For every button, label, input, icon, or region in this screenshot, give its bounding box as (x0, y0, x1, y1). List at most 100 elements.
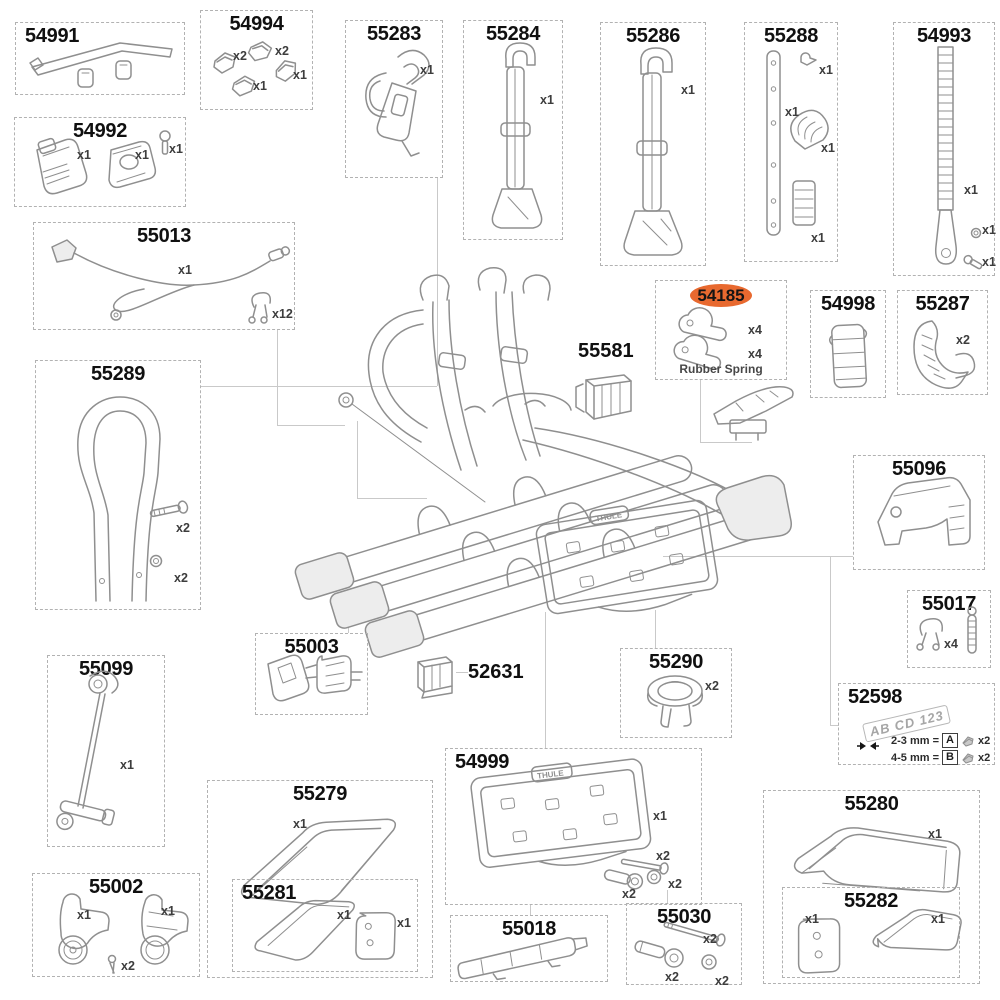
letter-b-badge: B (942, 750, 958, 765)
size-row: 4-5 mm = B x2 (891, 750, 990, 765)
connector-line (667, 890, 668, 904)
qty-label: x1 (821, 141, 835, 155)
connector-line (663, 556, 853, 557)
qty-label: x1 (811, 231, 825, 245)
connector-line (277, 425, 345, 426)
connector-line (700, 442, 752, 443)
qty-label: x1 (161, 904, 175, 918)
qty-label: x1 (785, 105, 799, 119)
free-label-55581: 55581 (578, 340, 634, 362)
qty-label: x2 (977, 751, 991, 764)
main-assembly-drawing: THULE (294, 267, 792, 658)
thule-badge (589, 505, 630, 526)
part-number: 55287 (915, 293, 970, 315)
qty-label: x4 (748, 323, 762, 337)
part-box-55002: 55002 x1 x1 x2 (32, 873, 200, 977)
part-drawing-54992 (36, 130, 171, 195)
part-box-55279: 55279 x1 (207, 780, 433, 978)
qty-label: x1 (928, 827, 942, 841)
part-drawing-55281 (254, 899, 396, 961)
part-box-55280: 55280 x1 (763, 790, 980, 984)
cube-drawing-55581 (575, 374, 632, 420)
part-box-54999: 54999 THULE x1 x2 (445, 748, 702, 905)
qty-label: x1 (293, 817, 307, 831)
connector-line (830, 557, 831, 726)
part-box-55282: 55282 x1 x1 (782, 887, 962, 978)
part-drawing-55279 (240, 818, 397, 906)
letter-a-badge: A (942, 733, 958, 748)
thule-badge-text: THULE (595, 510, 623, 523)
qty-label: x1 (120, 758, 134, 772)
qty-label: x1 (982, 223, 996, 237)
part-number: 55017 (921, 593, 977, 615)
qty-label: x1 (819, 63, 833, 77)
part-box-55017: 55017 x4 (907, 590, 991, 668)
rubber-spring-caption: Rubber Spring (679, 362, 763, 376)
part-drawing-54185 (673, 307, 727, 370)
part-drawing-55287 (913, 320, 976, 389)
lever-drawing (713, 386, 794, 441)
qty-label: x1 (178, 263, 192, 277)
qty-label: x1 (982, 255, 996, 269)
part-number: 55289 (90, 363, 146, 385)
part-number: 54992 (72, 120, 128, 142)
connector-line (830, 725, 839, 726)
clip-icon (962, 752, 974, 764)
qty-label: x2 (668, 877, 682, 891)
part-number: 54993 (916, 25, 972, 47)
part-drawing-55002 (58, 893, 189, 974)
part-number: 55280 (844, 793, 899, 815)
part-drawing-55030 (634, 921, 726, 970)
part-drawing-55289 (77, 396, 189, 602)
qty-label: x1 (253, 79, 267, 93)
qty-label: x1 (337, 908, 351, 922)
connector-line (456, 672, 468, 673)
part-number: 55284 (485, 23, 541, 45)
connector-line (437, 178, 438, 386)
part-box-54994: 54994 x2 x2 x1 x1 (200, 10, 313, 110)
part-number: 55003 (284, 636, 339, 658)
connector-line (277, 330, 278, 426)
part-box-55288: 55288 x1 x1 x1 x1 (744, 22, 838, 262)
connector-line (201, 386, 437, 387)
part-number: 55286 (625, 25, 681, 47)
part-drawing-55017 (916, 606, 977, 654)
part-drawing-55003 (267, 654, 363, 702)
cup-drawing-52631 (417, 656, 453, 699)
thule-plate-text: THULE (537, 768, 565, 780)
qty-label: x1 (540, 93, 554, 107)
part-number: 55018 (501, 918, 557, 940)
part-number: 54991 (25, 25, 80, 47)
connector-line (357, 421, 358, 499)
qty-label: x4 (748, 347, 762, 361)
size-range: 4-5 mm = (891, 751, 939, 764)
part-box-55013: 55013 x1 x12 (33, 222, 295, 330)
qty-label: x1 (931, 912, 945, 926)
part-drawing-55286 (623, 47, 683, 256)
qty-label: x1 (681, 83, 695, 97)
connector-line (655, 610, 656, 648)
qty-label: x1 (653, 809, 667, 823)
qty-label: x1 (964, 183, 978, 197)
qty-label: x1 (397, 916, 411, 930)
part-drawing-55280 (793, 827, 961, 893)
part-number: 55030 (656, 906, 712, 928)
part-number: 55282 (843, 890, 899, 912)
part-drawing-54993 (934, 46, 983, 270)
connector-line (530, 905, 531, 916)
part-box-55096: 55096 (853, 455, 985, 570)
part-number: 54999 (455, 751, 510, 773)
qty-label: x1 (293, 68, 307, 82)
part-drawing-55290 (646, 675, 704, 728)
part-box-55287: 55287 x2 (897, 290, 988, 395)
qty-label: x2 (176, 521, 190, 535)
part-drawing-55283 (365, 49, 430, 157)
arrows-icon (857, 742, 879, 750)
highlight-ellipse-54185: 54185 (690, 284, 752, 307)
qty-label: x1 (805, 912, 819, 926)
qty-label: x1 (135, 148, 149, 162)
qty-label: x2 (121, 959, 135, 973)
qty-label: x4 (944, 637, 958, 651)
part-drawing-54999: THULE (470, 758, 669, 890)
